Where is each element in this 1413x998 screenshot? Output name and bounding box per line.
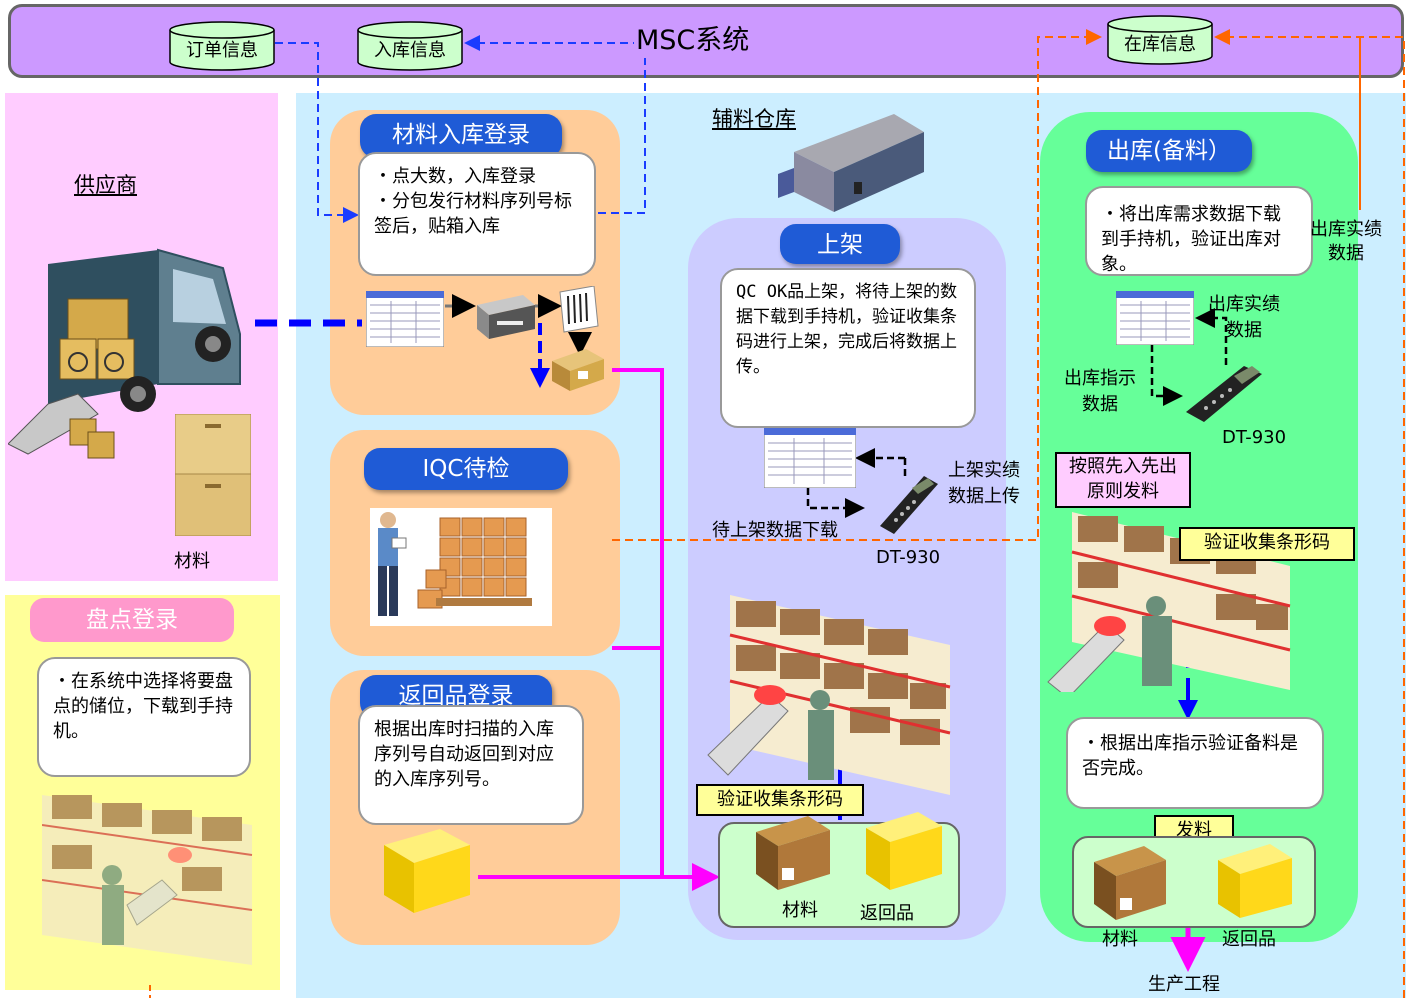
inventory-text: ・在系统中选择将要盘点的储位，下载到手持机。 [37,657,251,777]
outbound-actual-label: 出库实绩 数据 [1208,294,1280,341]
material-box-icon [175,414,251,536]
shelving-device-label: DT-930 [876,547,941,568]
iqc-illustration [370,508,552,626]
receiving-title: 材料入库登录 [360,114,562,158]
inbound-db-label: 入库信息 [374,40,446,61]
order-db-icon [169,21,275,71]
outbound-returned-box-icon [1218,844,1292,918]
outbound-instruction-label: 出库指示 数据 [1064,368,1136,415]
shelving-to-stock-line [612,29,1102,541]
receiving-to-inbound-line [464,35,646,214]
stock-db-icon [1107,15,1213,65]
shelving-returned-label: 返回品 [860,903,914,924]
outbound-check-text: ・根据出库指示验证备料是否完成。 [1066,717,1324,809]
outbound-material-label: 材料 [1102,929,1138,950]
shelving-title: 上架 [780,224,900,264]
labeled-box-icon [552,349,604,391]
msc-system-title: MSC系统 [634,24,752,58]
outbound-title: 出库(备料） [1086,130,1252,172]
delivery-truck-icon [8,248,241,459]
outbound-fifo-label: 按照先入先出 原则发料 [1055,452,1191,508]
side-actual-label: 出库实绩 数据 [1310,219,1382,264]
receiving-to-shelving-line [612,368,664,877]
label-printer-icon [477,295,535,339]
order-db-label: 订单信息 [186,40,258,61]
inventory-shelf-illustration [42,795,253,965]
outbound-handheld-icon [1186,366,1262,422]
production-label: 生产工程 [1148,974,1220,995]
shelving-returned-box-icon [866,812,942,890]
shelving-material-box-icon [756,816,830,890]
shelving-download-label: 待上架数据下载 [712,520,838,541]
receiving-text: ・点大数，入库登录 ・分包发行材料序列号标签后，贴箱入库 [358,152,596,276]
outbound-to-stock-line [1214,29,1405,998]
shelving-rack-illustration [707,595,951,795]
returned-goods-box-icon [384,829,470,913]
supplier-title: 供应商 [74,173,137,197]
iqc-title: IQC待检 [364,448,568,490]
returns-text: 根据出库时扫描的入库序列号自动返回到对应的入库序列号。 [358,705,584,825]
shelving-text: QC OK品上架，将待上架的数据下载到手持机，验证收集条码进行上架，完成后将数据… [720,268,976,428]
shelving-handheld-icon [880,476,938,534]
shelving-material-label: 材料 [782,900,818,921]
outbound-verify-label: 验证收集条形码 [1179,527,1355,561]
receiving-screen-icon [366,291,444,347]
shelving-upload-label: 上架实绩 数据上传 [948,460,1020,507]
barcode-label-icon [559,286,599,333]
outbound-material-box-icon [1094,846,1166,920]
shelving-screen-icon [764,428,856,488]
inbound-db-icon [357,21,463,71]
warehouse-title: 辅料仓库 [712,107,796,131]
warehouse-building-icon [778,114,924,212]
stock-db-label: 在库信息 [1124,34,1196,55]
outbound-device-label: DT-930 [1222,427,1287,448]
outbound-returned-label: 返回品 [1222,929,1276,950]
shelving-verify-label: 验证收集条形码 [696,784,864,816]
outbound-screen-icon [1116,291,1194,345]
order-to-receiving-line [275,42,359,223]
inventory-title: 盘点登录 [30,598,234,642]
supplier-material-label: 材料 [174,551,210,572]
outbound-text: ・将出库需求数据下载到手持机，验证出库对象。 [1085,186,1313,276]
